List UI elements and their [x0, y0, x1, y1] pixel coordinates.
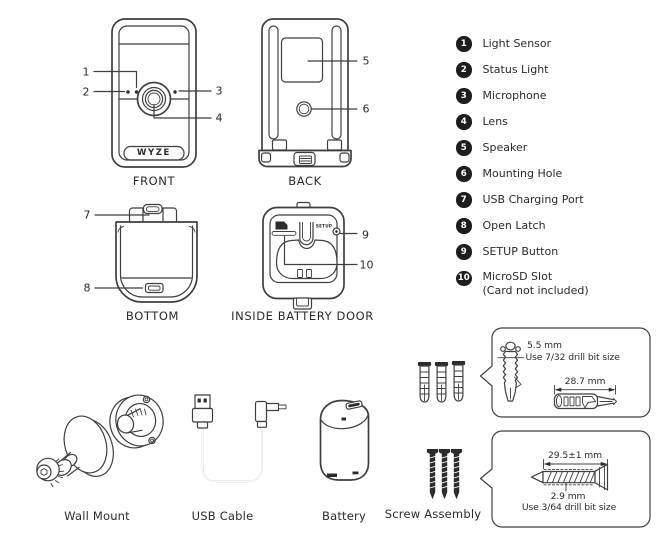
- screw-length: 29.5±1 mm: [548, 449, 602, 461]
- microsd-icon: [275, 221, 288, 230]
- wall-mount-label: Wall Mount: [64, 508, 130, 523]
- parts-list-item: 8 Open Latch: [456, 218, 589, 234]
- logo-plate: [123, 145, 185, 161]
- screw-assembly-figure: [426, 448, 463, 500]
- callout-leader-lines: [93, 60, 358, 289]
- callout-7: 7: [83, 208, 91, 222]
- light-sensor-dot: [134, 90, 139, 94]
- battery-cavity: [275, 239, 338, 280]
- back-view-figure: [258, 18, 352, 168]
- status-light-dot: [126, 90, 130, 94]
- anchor-length: 28.7 mm: [564, 375, 606, 387]
- parts-list-item: 6 Mounting Hole: [456, 166, 589, 182]
- front-view-figure: [111, 18, 197, 168]
- anchor-spec-box: [479, 327, 651, 418]
- back-view-label: BACK: [288, 174, 322, 188]
- part-label: USB Charging Port: [482, 192, 584, 206]
- part-label: Status Light: [482, 62, 549, 76]
- usb-a-connector: [191, 407, 214, 423]
- part-number-badge: 7: [456, 192, 472, 208]
- parts-list-item: 4 Lens: [456, 114, 589, 130]
- callout-8: 8: [83, 281, 91, 295]
- part-number-badge: 4: [456, 114, 472, 130]
- part-label: Speaker: [482, 140, 528, 154]
- battery-door-view-label: INSIDE BATTERY DOOR: [231, 308, 374, 323]
- callout-9: 9: [362, 228, 369, 242]
- setup-label: SETUP: [316, 224, 332, 229]
- part-number-badge: 9: [456, 244, 472, 260]
- part-number-badge: 6: [456, 166, 472, 182]
- right-angle-connector: [254, 400, 268, 423]
- callout-3: 3: [215, 84, 223, 98]
- part-number-badge: 10: [456, 270, 472, 286]
- battery-label: Battery: [322, 508, 366, 523]
- callout-2: 2: [82, 85, 90, 98]
- callout-6: 6: [362, 102, 370, 116]
- wall-anchors-figure: [417, 360, 466, 403]
- screw-diameter: 2.9 mm: [550, 490, 586, 502]
- part-number-badge: 2: [456, 62, 472, 78]
- bottom-view-figure: [115, 203, 198, 303]
- parts-list-item: 3 Microphone: [456, 88, 589, 104]
- part-number-badge: 3: [456, 88, 472, 104]
- part-label: Lens: [482, 114, 508, 128]
- parts-list-item: 1 Light Sensor: [456, 36, 589, 52]
- screw-drill-note: Use 3/64 drill bit size: [521, 502, 617, 513]
- parts-list-item: 5 Speaker: [456, 140, 589, 156]
- front-view-label: FRONT: [132, 174, 176, 188]
- brand-logo: WYZE: [137, 148, 171, 158]
- screw-assembly-label: Screw Assembly: [384, 507, 482, 521]
- part-label: Open Latch: [482, 218, 546, 232]
- callout-10: 10: [359, 258, 374, 271]
- mounting-hole-figure: [296, 101, 312, 117]
- parts-list-item: 9 SETUP Button: [456, 244, 589, 260]
- part-label: SETUP Button: [482, 244, 559, 258]
- microphone-dot: [173, 90, 177, 94]
- anchor-drill-note: Use 7/32 drill bit size: [525, 351, 620, 363]
- part-note: (Card not included): [482, 284, 589, 297]
- parts-list-item: 7 USB Charging Port: [456, 192, 589, 208]
- part-label: Light Sensor: [482, 36, 552, 50]
- microsd-slot-figure: [271, 231, 297, 236]
- anchor-side-figure: [502, 350, 519, 402]
- parts-list-item: 2 Status Light: [456, 62, 589, 78]
- callout-4: 4: [215, 111, 223, 125]
- callout-5: 5: [362, 54, 370, 68]
- callout-1: 1: [82, 65, 90, 78]
- usb-cable-label: USB Cable: [191, 508, 254, 523]
- part-label: MicroSD Slot(Card not included): [482, 270, 589, 297]
- usb-cable-figure: [191, 394, 287, 483]
- screw-spec-box: [479, 430, 651, 528]
- battery-door-figure: SETUP: [262, 201, 345, 310]
- bottom-view-label: BOTTOM: [125, 308, 180, 323]
- wall-mount-figure: [36, 394, 164, 488]
- part-number-badge: 8: [456, 218, 472, 234]
- part-number-badge: 5: [456, 140, 472, 156]
- speaker-grille: [280, 37, 324, 83]
- part-label: Mounting Hole: [482, 166, 563, 180]
- part-number-badge: 1: [456, 36, 472, 52]
- anchor-hole-diameter: 5.5 mm: [527, 340, 562, 351]
- parts-list-item: 10 MicroSD Slot(Card not included): [456, 270, 589, 298]
- battery-figure: [319, 399, 370, 481]
- part-label: Microphone: [482, 88, 547, 102]
